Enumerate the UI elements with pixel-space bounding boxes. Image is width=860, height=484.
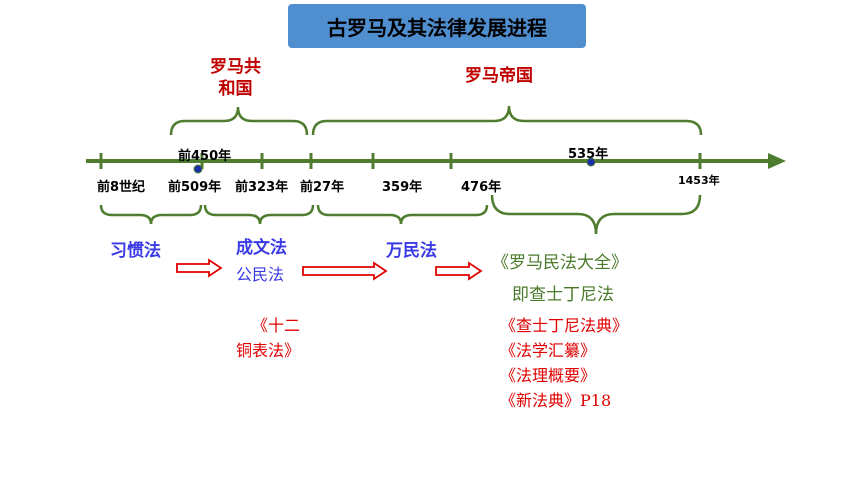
corpus-aka: 即查士丁尼法 bbox=[512, 285, 614, 305]
timeline-arrowhead bbox=[768, 153, 786, 169]
label-8th-century-bc: 前8世纪 bbox=[97, 180, 146, 195]
twelve-tables-label: 《十二 铜表法》 bbox=[228, 313, 300, 363]
dot-535 bbox=[586, 157, 596, 167]
twelve-tables-line2: 铜表法》 bbox=[235, 341, 300, 360]
label-359: 359年 bbox=[382, 180, 423, 195]
arrow-custom-to-written bbox=[176, 258, 223, 278]
works-list: 《查士丁尼法典》 《法学汇纂》 《法理概要》 《新法典》P18 bbox=[500, 313, 628, 413]
label-535: 535年 bbox=[568, 147, 609, 162]
dot-450bc bbox=[193, 164, 203, 174]
twelve-tables-line1: 《十二 bbox=[251, 316, 300, 335]
brace-written-law bbox=[203, 204, 315, 225]
work-item-novels: 《新法典》P18 bbox=[500, 391, 612, 410]
label-476: 476年 bbox=[461, 180, 502, 195]
work-item-digest: 《法学汇纂》 bbox=[500, 341, 597, 360]
custom-law-label: 习惯法 bbox=[110, 241, 161, 261]
period-label-republic: 罗马共 和国 bbox=[210, 56, 261, 100]
label-509bc: 前509年 bbox=[168, 180, 222, 195]
written-law-label: 成文法 bbox=[236, 238, 287, 258]
gentium-law-label: 万民法 bbox=[386, 241, 437, 261]
label-27bc: 前27年 bbox=[300, 180, 345, 195]
citizen-law-label: 公民法 bbox=[236, 265, 285, 284]
arrow-gentium-to-corpus bbox=[435, 261, 483, 281]
period-label-republic-line1: 罗马共 bbox=[210, 57, 261, 77]
work-item-institutes: 《法理概要》 bbox=[500, 366, 597, 385]
brace-corpus bbox=[490, 194, 702, 235]
period-label-republic-line2: 和国 bbox=[218, 79, 253, 99]
label-450bc: 前450年 bbox=[178, 149, 232, 164]
brace-gentium-law bbox=[316, 204, 489, 225]
period-label-empire: 罗马帝国 bbox=[465, 66, 533, 86]
arrow-citizen-to-gentium bbox=[302, 261, 388, 281]
work-item-code: 《查士丁尼法典》 bbox=[500, 316, 629, 335]
corpus-title: 《罗马民法大全》 bbox=[492, 253, 628, 273]
page-title: 古罗马及其法律发展进程 bbox=[288, 4, 586, 48]
label-323bc: 前323年 bbox=[235, 180, 289, 195]
label-1453: 1453年 bbox=[678, 174, 720, 187]
brace-empire bbox=[311, 105, 703, 136]
brace-republic bbox=[169, 106, 309, 136]
brace-custom-law bbox=[99, 204, 203, 225]
